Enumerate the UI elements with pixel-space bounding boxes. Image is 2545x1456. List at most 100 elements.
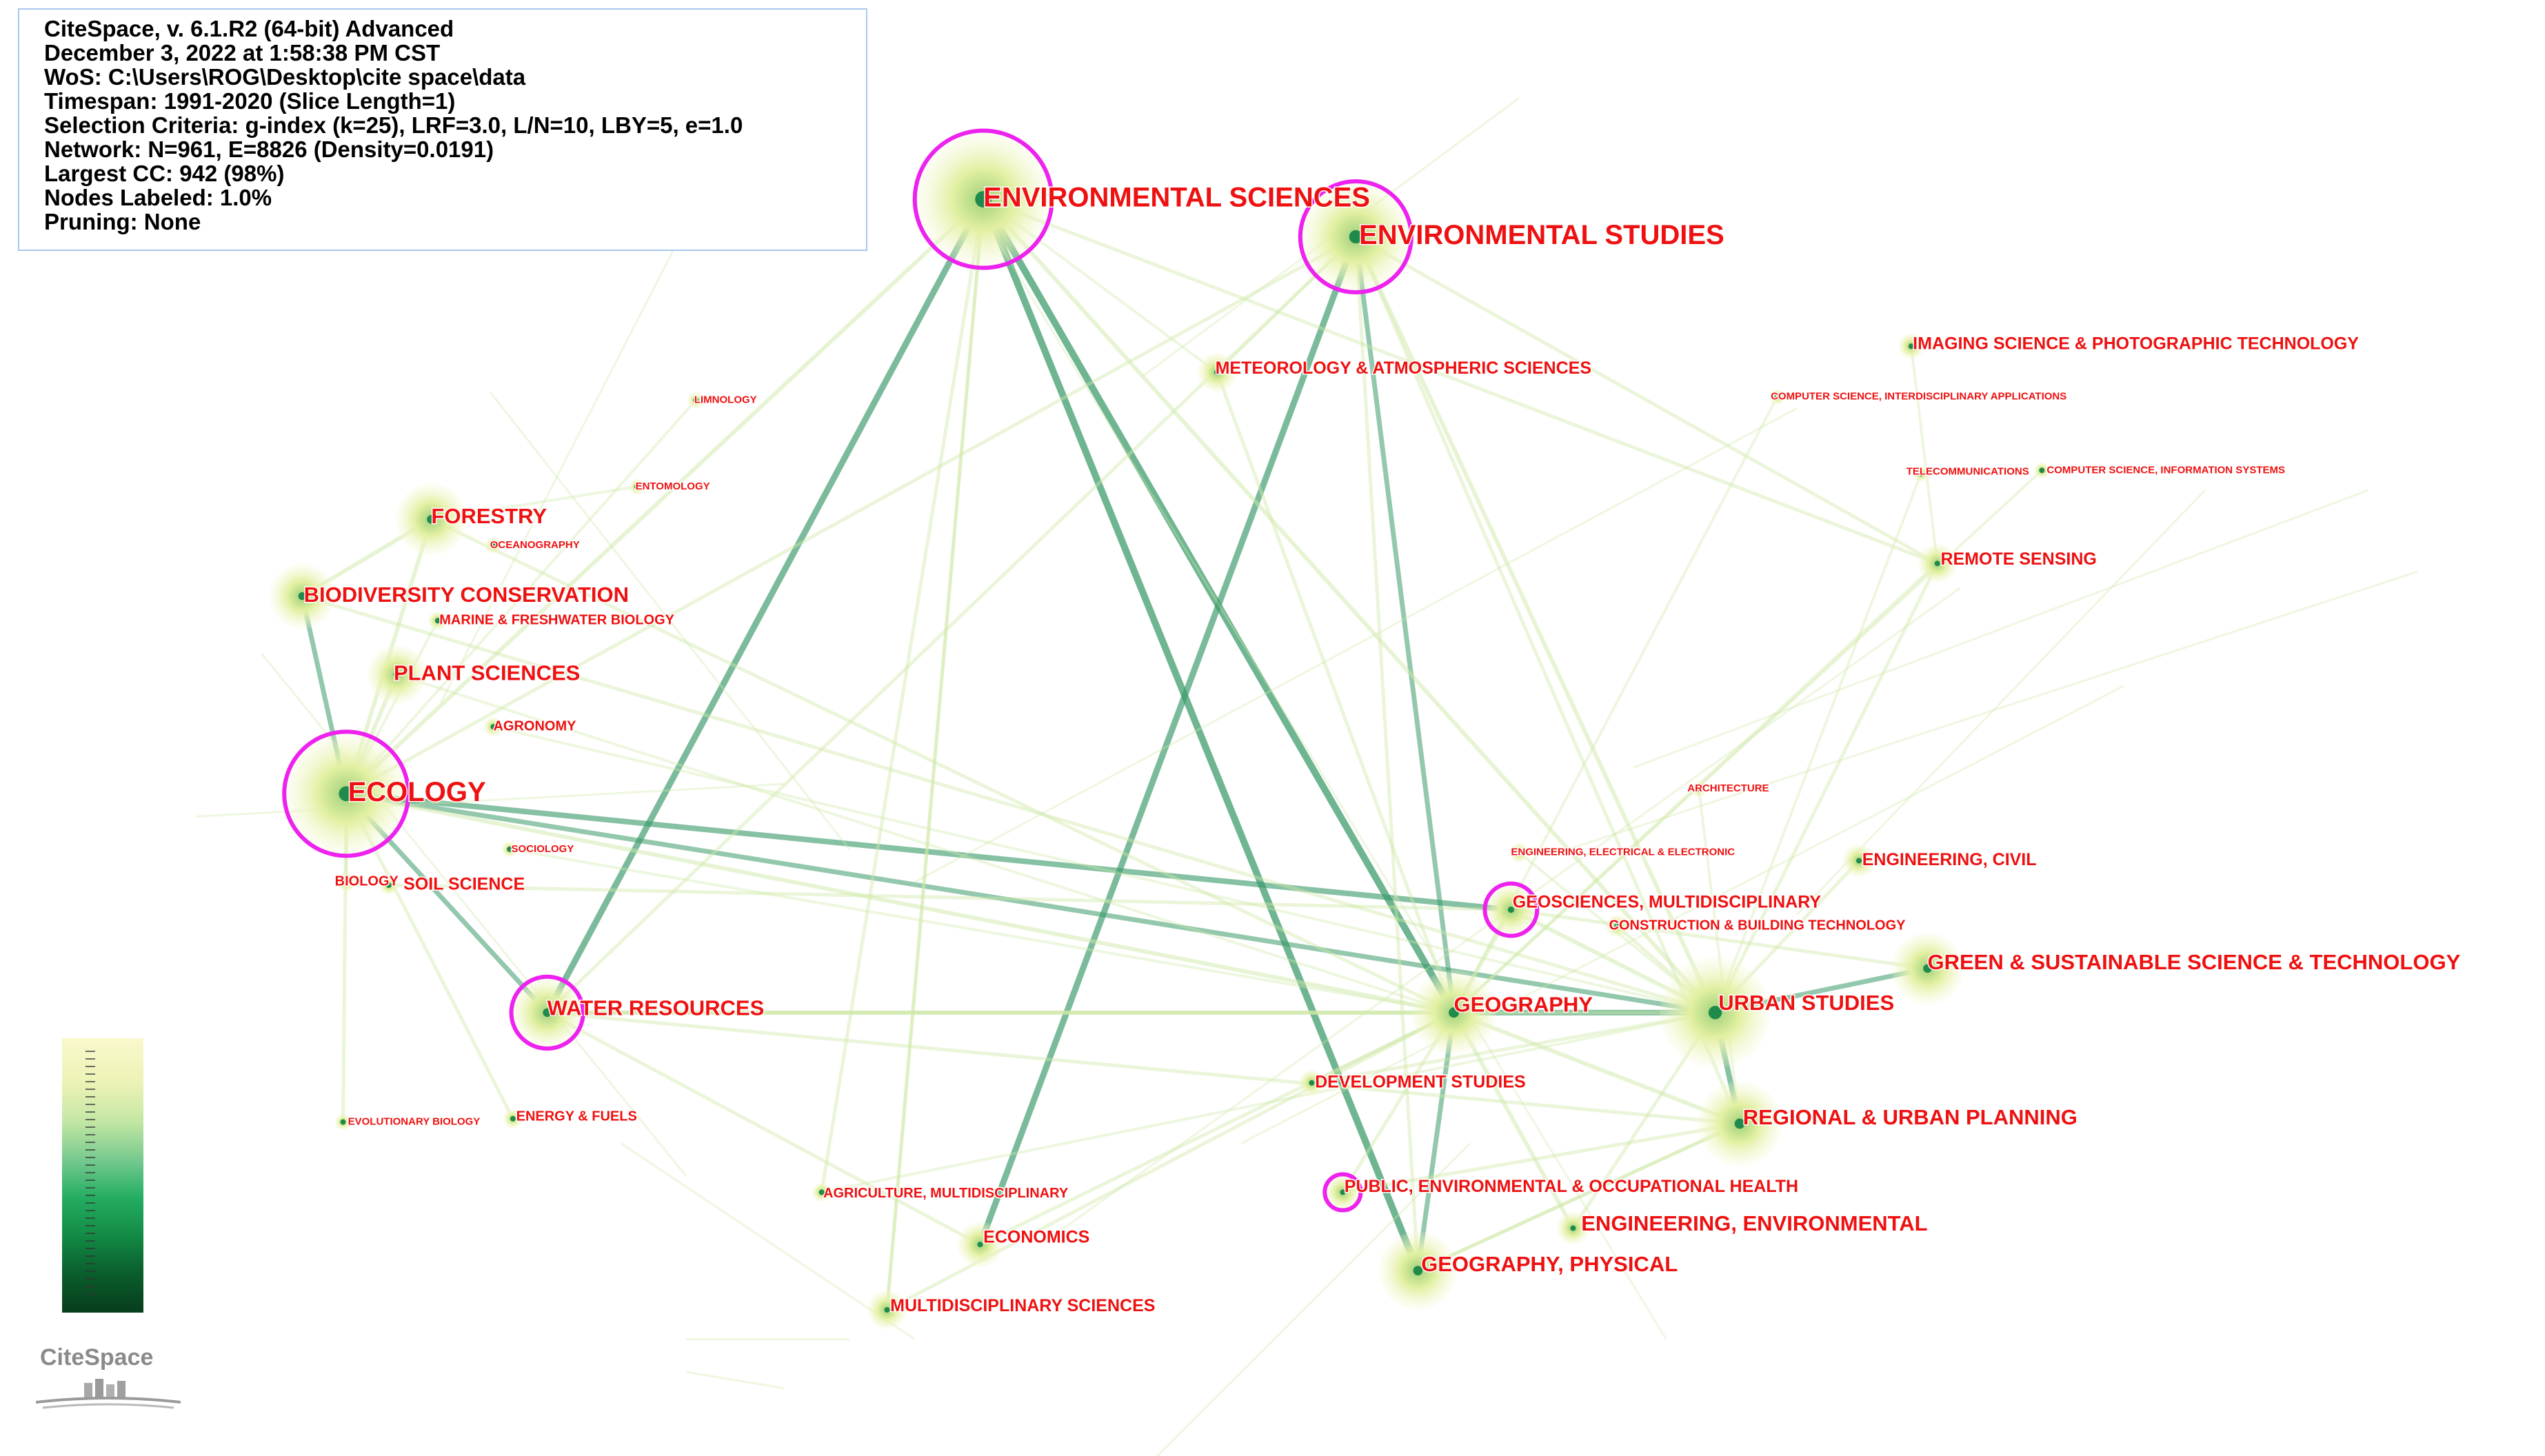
node-core (693, 397, 699, 403)
node-label[interactable]: MULTIDISCIPLINARY SCIENCES (889, 1295, 1156, 1316)
co-occurrence-link (885, 199, 985, 1311)
node-label[interactable]: URBAN STUDIES (1718, 990, 1895, 1016)
node-label[interactable]: SOCIOLOGY (510, 842, 575, 856)
node-core (510, 1115, 516, 1122)
background-link (1240, 685, 2124, 1144)
node-label[interactable]: AGRONOMY (492, 718, 578, 735)
co-occurrence-link (979, 1011, 1455, 1246)
node-core (393, 671, 401, 678)
node-label[interactable]: LIMNOLOGY (693, 393, 758, 407)
centrality-ring (282, 729, 411, 858)
node-core (507, 846, 513, 852)
background-link (489, 391, 851, 850)
node-label[interactable]: PUBLIC, ENVIRONMENTAL & OCCUPATIONAL HEA… (1343, 1175, 1799, 1197)
node-label[interactable]: ENVIRONMENTAL STUDIES (1358, 219, 1726, 252)
node-label[interactable]: ECONOMICS (983, 1226, 1091, 1248)
co-occurrence-link (509, 847, 1454, 1014)
node-core (385, 882, 392, 889)
node-label[interactable]: BIOLOGY (334, 873, 400, 890)
node-label[interactable]: METEOROLOGY & ATMOSPHERIC SCIENCES (1214, 358, 1592, 379)
node-core (427, 515, 436, 524)
co-occurrence-link (345, 399, 697, 795)
centrality-ring (1482, 881, 1540, 938)
logo-text: CiteSpace (40, 1344, 154, 1371)
co-occurrence-link (977, 235, 1359, 1246)
node-core (1349, 230, 1362, 244)
info-software: CiteSpace, v. 6.1.R2 (64-bit) Advanced (44, 16, 454, 41)
node-label[interactable]: ENGINEERING, ELECTRICAL & ELECTRONIC (1510, 845, 1736, 859)
node-core (1734, 1118, 1745, 1129)
node-label[interactable]: ENVIRONMENTAL SCIENCES (983, 181, 1371, 214)
node-label[interactable]: TELECOMMUNICATIONS (1905, 465, 2030, 478)
node-label[interactable]: ARCHITECTURE (1687, 782, 1770, 796)
node-label[interactable]: ENTOMOLOGY (634, 479, 711, 493)
node-label[interactable]: ECOLOGY (347, 776, 487, 808)
node-core (1413, 1266, 1423, 1275)
node-label[interactable]: GEOGRAPHY (1453, 991, 1594, 1018)
centrality-ring (912, 128, 1054, 270)
node-core (339, 786, 354, 802)
node-core (1214, 370, 1220, 376)
co-occurrence-link (1342, 1122, 1740, 1194)
background-link (1567, 570, 2418, 851)
co-occurrence-link (983, 197, 1938, 565)
node-label[interactable]: ENGINEERING, ENVIRONMENTAL (1580, 1210, 1929, 1236)
node-core (1855, 858, 1862, 864)
node-label[interactable]: COMPUTER SCIENCE, INTERDISCIPLINARY APPL… (1770, 390, 2068, 403)
background-link (979, 212, 1667, 1340)
node-label[interactable]: GEOSCIENCES, MULTIDISCIPLINARY (1511, 891, 1822, 913)
co-occurrence-link (821, 1011, 1716, 1194)
node-core (1908, 343, 1914, 350)
node-core (298, 592, 306, 600)
node-label[interactable]: MARINE & FRESHWATER BIOLOGY (439, 611, 676, 629)
node-core (634, 483, 640, 489)
node-core (1340, 1189, 1346, 1195)
co-occurrence-link (1511, 908, 1928, 971)
co-occurrence-link (345, 197, 985, 796)
node-label[interactable]: AGRICULTURE, MULTIDISCIPLINARY (823, 1185, 1070, 1202)
node-core (1449, 1007, 1459, 1018)
node-core (340, 1119, 346, 1125)
node-core (1934, 560, 1940, 567)
centrality-ring (1322, 1172, 1363, 1213)
node-core (490, 543, 496, 549)
node-label[interactable]: OCEANOGRAPHY (489, 538, 581, 552)
co-occurrence-link (885, 199, 985, 1311)
node-label[interactable]: COMPUTER SCIENCE, INFORMATION SYSTEMS (2046, 463, 2286, 477)
node-core (1570, 1225, 1576, 1231)
co-occurrence-link (1453, 1011, 1741, 1126)
info-network: Network: N=961, E=8826 (Density=0.0191) (44, 136, 494, 162)
node-label[interactable]: EVOLUTIONARY BIOLOGY (347, 1115, 481, 1129)
co-occurrence-link (396, 673, 1455, 1014)
node-label[interactable]: ENERGY & FUELS (515, 1108, 638, 1125)
node-core (975, 191, 992, 208)
co-occurrence-link (1713, 563, 1939, 1013)
node-label[interactable]: PLANT SCIENCES (392, 660, 581, 686)
node-label[interactable]: IMAGING SCIENCE & PHOTOGRAPHIC TECHNOLOG… (1912, 333, 2360, 354)
background-link (260, 652, 687, 1177)
node-label[interactable]: SOIL SCIENCE (403, 873, 526, 895)
node-label[interactable]: FORESTRY (430, 503, 548, 529)
node-core (1708, 1006, 1722, 1020)
node-label[interactable]: GEOGRAPHY, PHYSICAL (1420, 1251, 1679, 1277)
node-label[interactable]: REMOTE SENSING (1940, 549, 2098, 570)
node-core (434, 618, 441, 624)
background-link (685, 1371, 785, 1390)
node-label[interactable]: GREEN & SUSTAINABLE SCIENCE & TECHNOLOGY (1927, 949, 2462, 975)
node-label[interactable]: DEVELOPMENT STUDIES (1314, 1071, 1527, 1093)
background-link (1633, 489, 2369, 769)
label-layer: ENVIRONMENTAL SCIENCES ENVIRONMENTAL STUD… (303, 181, 2462, 1316)
node-core (1696, 786, 1702, 792)
info-pruning: Pruning: None (44, 209, 201, 234)
co-occurrence-link (546, 1011, 981, 1246)
node-core (543, 1008, 552, 1018)
node-label[interactable]: REGIONAL & URBAN PLANNING (1742, 1104, 2078, 1130)
node-label[interactable]: WATER RESOURCES (546, 995, 765, 1021)
node-label[interactable]: BIODIVERSITY CONSERVATION (303, 581, 630, 607)
node-label[interactable]: ENGINEERING, CIVIL (1861, 849, 2038, 871)
node-core (1918, 471, 1924, 477)
info-largest-cc: Largest CC: 942 (98%) (44, 161, 285, 186)
node-label[interactable]: CONSTRUCTION & BUILDING TECHNOLOGY (1608, 917, 1907, 934)
co-occurrence-link (430, 518, 1455, 1015)
